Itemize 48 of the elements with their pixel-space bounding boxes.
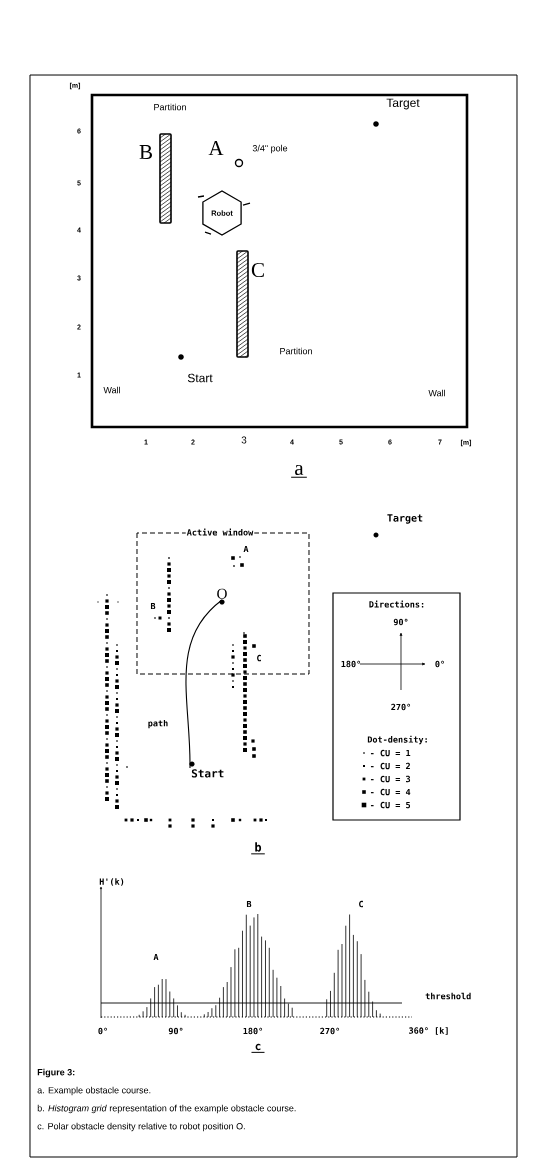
obstacle-letter: C: [257, 654, 261, 662]
legend-text: - CU = 5: [370, 801, 411, 809]
peak-label: B: [246, 900, 252, 908]
axis-title: H'(k): [99, 878, 124, 886]
panel-letter: b: [250, 842, 266, 855]
legend-text: - CU = 1: [370, 749, 411, 757]
legend-text: - CU = 3: [370, 775, 411, 783]
threshold-label: threshold: [425, 992, 471, 1000]
axis-tick-label: 0°: [98, 1027, 107, 1035]
edge-label: path: [148, 719, 168, 729]
legend-heading: Dot-density:: [367, 735, 427, 745]
obstacle-letter: A: [208, 141, 224, 155]
caption-line: c. Polar obstacle density relative to robot position O.: [37, 1122, 245, 1132]
panel-letter: a: [290, 465, 308, 478]
caption-line: a. Example obstacle course.: [37, 1086, 151, 1096]
peak-label: C: [359, 900, 363, 908]
part-label: 3/4" pole: [252, 144, 288, 154]
part-label: Partition: [154, 103, 186, 111]
legend-text: - CU = 2: [370, 762, 410, 770]
part-label: Partition: [280, 347, 312, 355]
axis-tick-label: 180°: [243, 1027, 263, 1035]
axis-tick-label: 360° [k]: [409, 1027, 448, 1035]
obstacle-letter: B: [150, 602, 156, 610]
axis-tick-label: 270°: [320, 1027, 340, 1035]
panel-letter: c: [251, 1043, 265, 1053]
direction-label: 270°: [391, 703, 411, 711]
obstacle-letter: C: [251, 262, 264, 278]
point-label: Start: [187, 373, 213, 383]
caption-line: b. Histogram grid representation of the example obstacle course.: [37, 1104, 296, 1114]
direction-label: 0°: [435, 660, 444, 668]
legend-heading: Directions:: [369, 600, 424, 608]
wall-label: Wall: [428, 389, 445, 397]
wall-label: Wall: [103, 386, 120, 394]
point-label: Target: [387, 514, 423, 524]
axis-tick-label: 3: [241, 436, 247, 444]
obstacle-letter: A: [243, 545, 249, 553]
axis-tick-label: 90°: [168, 1027, 183, 1035]
path-curve: [185, 599, 223, 769]
legend-text: - CU = 4: [370, 788, 411, 796]
point-label: Start: [189, 761, 224, 778]
figure-caption: Figure 3:: [37, 1068, 75, 1078]
direction-label: 90°: [393, 618, 408, 626]
peak-label: A: [153, 953, 159, 961]
point-label: O: [217, 588, 227, 605]
point-label: Target: [386, 98, 420, 110]
direction-label: 180°: [341, 660, 361, 668]
window-title: Active window: [185, 527, 255, 537]
obstacle-letter: B: [139, 145, 152, 159]
